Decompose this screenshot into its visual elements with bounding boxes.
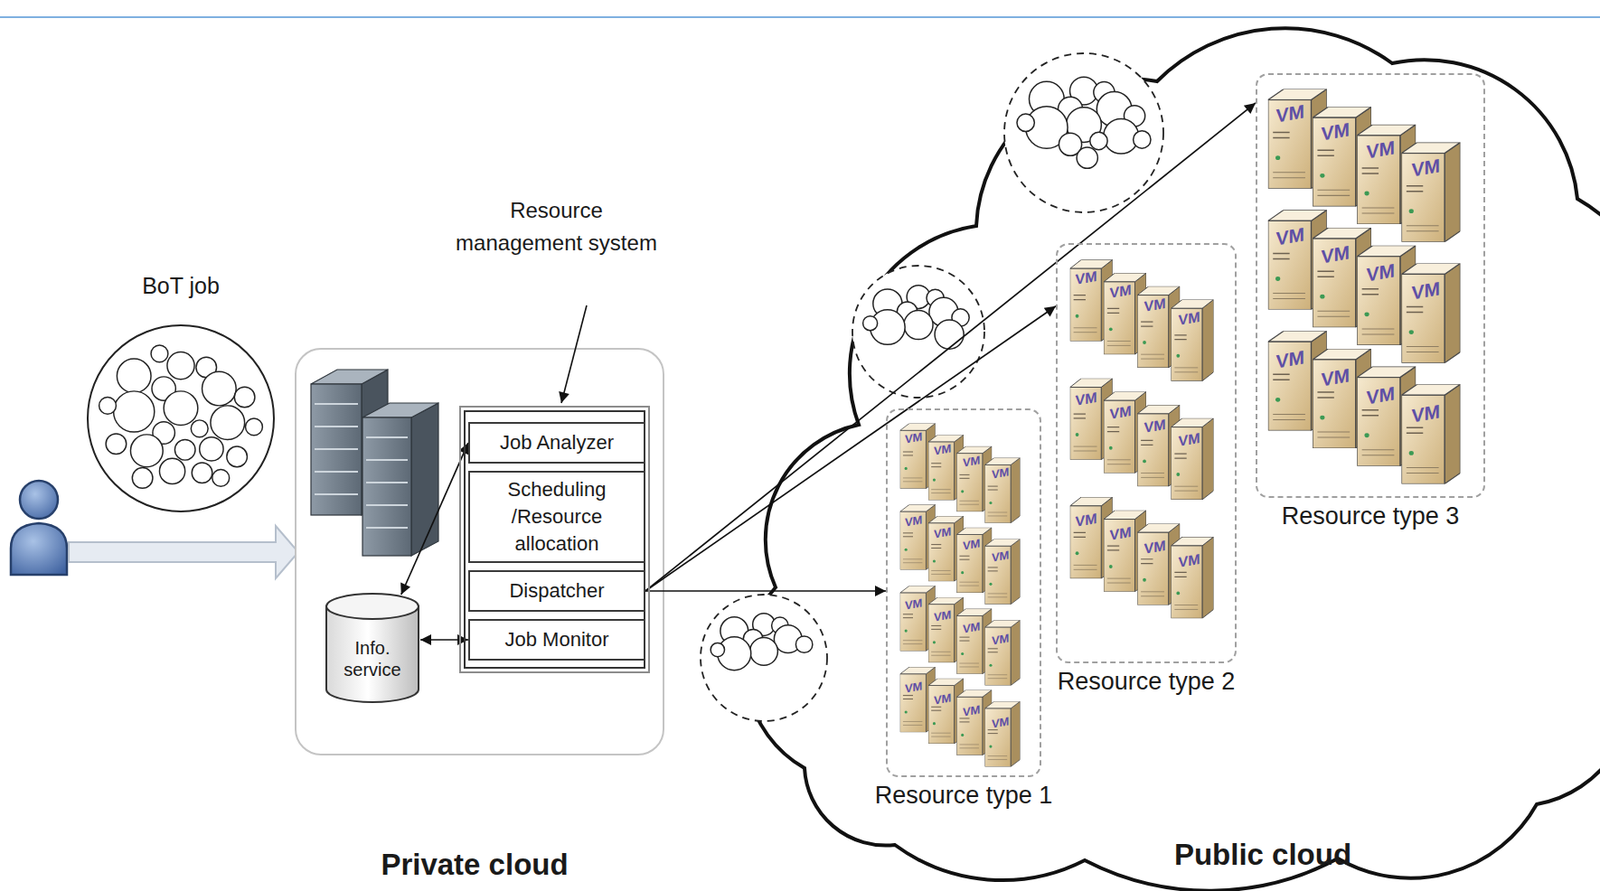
resource-pool: VMVMVMVMVMVMVMVMVMVMVMVMResource type 3 bbox=[1255, 73, 1486, 499]
module-box: Dispatcher bbox=[468, 570, 646, 612]
resource-pool: VMVMVMVMVMVMVMVMVMVMVMVMResource type 2 bbox=[1055, 243, 1237, 664]
connector-arrow bbox=[420, 639, 469, 641]
connector-arrow bbox=[645, 590, 886, 593]
module-box: Job Monitor bbox=[468, 619, 646, 661]
node-text: Info. service bbox=[331, 622, 414, 696]
node-text: Resource management system bbox=[451, 194, 661, 260]
task-groups bbox=[700, 53, 1164, 722]
node-text: Job Monitor bbox=[505, 626, 610, 654]
database-cylinder: Info. service bbox=[324, 592, 421, 705]
node-text: Resource type 1 bbox=[875, 781, 1054, 810]
server-racks bbox=[310, 369, 439, 556]
module-box: Scheduling /Resource allocation bbox=[468, 470, 646, 564]
job-bag-circle: BoT job bbox=[86, 324, 275, 513]
submit-arrow bbox=[68, 526, 299, 579]
private-cloud-box bbox=[295, 348, 664, 755]
public-cloud-outline bbox=[744, 28, 1600, 891]
connector-arrow bbox=[645, 103, 1256, 592]
node-text: BoT job bbox=[88, 272, 273, 300]
node-text: Resource type 2 bbox=[1057, 667, 1236, 697]
callout-leader bbox=[561, 305, 587, 404]
region-label: Private cloud bbox=[380, 847, 568, 883]
resource-pool: VMVMVMVMVMVMVMVMVMVMVMVMVMVMVMVMResource… bbox=[885, 408, 1042, 778]
node-text: Resource type 3 bbox=[1281, 501, 1460, 531]
module-box: Job Analyzer bbox=[468, 422, 646, 464]
node-text: Job Analyzer bbox=[499, 429, 614, 457]
node-text: Dispatcher bbox=[508, 577, 604, 605]
region-label: Public cloud bbox=[1174, 837, 1352, 873]
user-icon bbox=[10, 480, 67, 575]
system-box: Resource management systemJob AnalyzerSc… bbox=[459, 405, 650, 674]
vm-servers bbox=[1257, 75, 1484, 497]
connector-arrow bbox=[401, 442, 469, 595]
task-bubbles bbox=[88, 326, 273, 511]
node-text: Scheduling /Resource allocation bbox=[477, 476, 637, 558]
top-rule bbox=[0, 16, 1600, 19]
